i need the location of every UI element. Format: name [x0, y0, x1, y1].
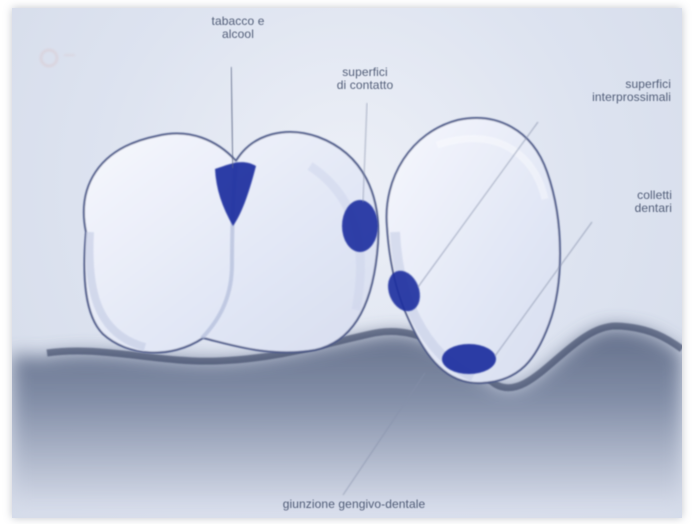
contact-surface-spot [342, 200, 378, 252]
label-dental-collars: colletti dentari [572, 189, 672, 214]
label-tobacco-alcohol: tabacco e alcool [183, 15, 293, 40]
gingival-collar-spot [442, 344, 496, 374]
leader-tobacco [231, 67, 233, 168]
label-gingival-junction: giunzione gengivo-dentale [214, 498, 494, 511]
label-proximal-surfaces: superfici interprossimali [521, 78, 671, 103]
slide-canvas: — [12, 8, 682, 518]
label-contact-surfaces: superfici di contatto [310, 66, 420, 91]
